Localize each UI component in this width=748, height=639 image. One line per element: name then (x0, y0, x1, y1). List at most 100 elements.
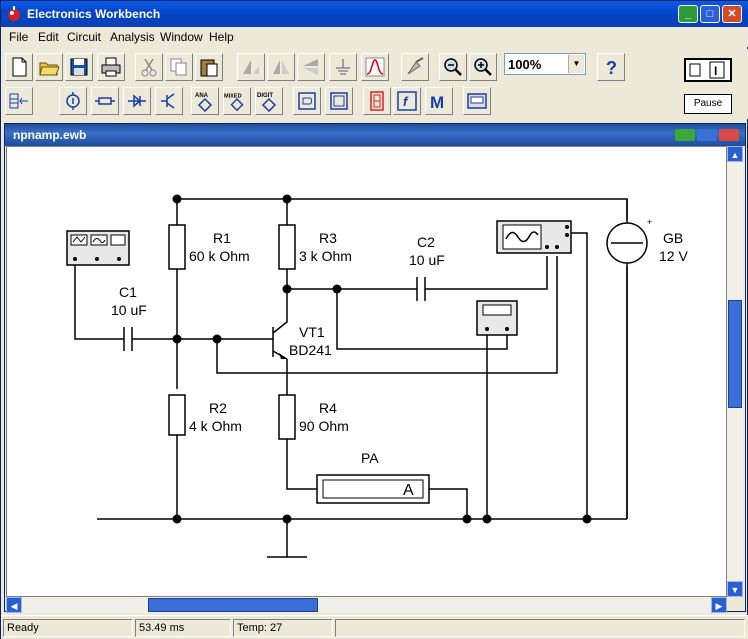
vt1-ref-label: VT1 (299, 324, 325, 340)
c1-ref-label: C1 (119, 284, 137, 300)
help-button[interactable]: ? (597, 53, 625, 81)
indicators-bin-button[interactable] (363, 87, 391, 115)
new-file-icon (12, 57, 27, 77)
favorites-bin-button[interactable] (5, 87, 33, 115)
r2-ref-label: R2 (209, 400, 227, 416)
open-button[interactable] (35, 53, 63, 81)
close-button[interactable]: ✕ (722, 5, 742, 23)
horizontal-scrollbar[interactable]: ◀ ▶ (6, 597, 727, 613)
menu-circuit[interactable]: Circuit (67, 30, 102, 44)
schematic-canvas[interactable]: R1 60 k Ohm R3 3 k Ohm C2 10 uF GB 12 V … (6, 146, 727, 597)
menu-file[interactable]: File (9, 30, 29, 44)
parts-label-ana: ANA (195, 93, 209, 99)
zoom-in-button[interactable] (469, 53, 497, 81)
transistors-bin-button[interactable] (155, 87, 183, 115)
maximize-button[interactable]: □ (700, 5, 720, 23)
analog-ic-icon: ANA (195, 93, 213, 112)
function-generator[interactable] (66, 230, 130, 266)
rotate-button[interactable] (237, 53, 265, 81)
graph-button[interactable] (361, 53, 389, 81)
gb-plus-label: + (647, 217, 652, 227)
copy-button[interactable] (165, 53, 193, 81)
oscilloscope[interactable] (496, 220, 572, 254)
multimeter[interactable] (476, 300, 518, 336)
r3-value-label: 3 k Ohm (299, 248, 352, 264)
r3-ref-label: R3 (319, 230, 337, 246)
battery-gb[interactable] (606, 222, 648, 264)
vt1-value-label: BD241 (289, 342, 332, 358)
status-temp: Temp: 27 (233, 619, 333, 637)
save-button[interactable] (65, 53, 93, 81)
flip-horizontal-button[interactable] (267, 53, 295, 81)
print-button[interactable] (97, 53, 125, 81)
digital-bin-button[interactable] (325, 87, 353, 115)
zoom-out-icon (444, 58, 462, 76)
controls-bin-button[interactable]: f (393, 87, 421, 115)
circuit-window: npnamp.ewb (4, 123, 746, 613)
menu-edit[interactable]: Edit (38, 30, 59, 44)
open-folder-icon (39, 62, 60, 76)
flip-vertical-icon (303, 59, 318, 75)
vertical-scrollbar[interactable]: ▲ ▼ (727, 146, 743, 597)
resistor-r2[interactable] (168, 394, 186, 436)
circuit-window-title-bar: npnamp.ewb (5, 124, 745, 146)
parts-label-digit: DIGIT (257, 93, 273, 99)
zoom-out-button[interactable] (439, 53, 467, 81)
help-question-icon: ? (606, 58, 617, 78)
component-properties-button[interactable] (329, 53, 357, 81)
scroll-left-icon[interactable]: ◀ (6, 597, 22, 613)
resistor-r1[interactable] (168, 224, 186, 270)
ammeter-pa[interactable] (316, 474, 430, 504)
zoom-select[interactable]: 100% ▼ (504, 53, 586, 75)
rotate-icon (243, 60, 259, 74)
vertical-scroll-thumb[interactable] (728, 300, 742, 408)
scroll-up-icon[interactable]: ▲ (727, 146, 743, 162)
maximize-icon: □ (706, 8, 714, 20)
instruments-bin-button[interactable] (463, 87, 491, 115)
minimize-button[interactable]: _ (678, 5, 698, 23)
menu-window[interactable]: Window (160, 30, 203, 44)
flip-vertical-button[interactable] (297, 53, 325, 81)
diode-icon (128, 94, 146, 108)
resistor-r4[interactable] (278, 394, 296, 440)
minimize-icon: _ (684, 8, 692, 20)
r2-value-label: 4 k Ohm (189, 418, 242, 434)
horizontal-scroll-thumb[interactable] (148, 598, 318, 612)
graph-curve-icon (365, 57, 385, 77)
chevron-down-icon[interactable]: ▼ (568, 55, 584, 73)
scroll-right-icon[interactable]: ▶ (711, 597, 727, 613)
misc-bin-button[interactable]: M (425, 87, 453, 115)
copy-icon (170, 58, 187, 76)
flip-flop-icon (330, 92, 348, 110)
child-minimize-button[interactable] (675, 129, 695, 141)
basic-bin-button[interactable] (91, 87, 119, 115)
logic-gates-bin-button[interactable] (293, 87, 321, 115)
pause-button[interactable]: Pause (684, 94, 732, 114)
cut-button[interactable] (135, 53, 163, 81)
menu-help[interactable]: Help (209, 30, 234, 44)
power-switch[interactable]: I (684, 58, 732, 82)
clipboard-icon (200, 59, 218, 77)
schematic-diagram: R1 60 k Ohm R3 3 k Ohm C2 10 uF GB 12 V … (66, 194, 688, 558)
analog-ics-bin-button[interactable]: ANA (191, 87, 219, 115)
paste-button[interactable] (195, 53, 223, 81)
diodes-bin-button[interactable] (123, 87, 151, 115)
resistor-r3[interactable] (278, 224, 296, 270)
create-subcircuit-button[interactable] (401, 53, 429, 81)
mixed-ics-bin-button[interactable]: MIXED (223, 87, 251, 115)
child-maximize-button[interactable] (697, 129, 717, 141)
window-title: Electronics Workbench (27, 7, 161, 21)
new-button[interactable] (5, 53, 33, 81)
title-bar: Electronics Workbench _ □ ✕ (1, 1, 748, 27)
child-close-button[interactable] (719, 129, 739, 141)
app-logo-icon (8, 6, 20, 21)
scroll-down-icon[interactable]: ▼ (727, 581, 743, 597)
digital-ics-bin-button[interactable]: DIGIT (255, 87, 283, 115)
pa-ref-label: PA (361, 450, 379, 466)
svg-text:?: ? (606, 58, 617, 78)
gb-value-label: 12 V (659, 248, 688, 264)
sources-bin-button[interactable] (59, 87, 87, 115)
r4-ref-label: R4 (319, 400, 337, 416)
menu-analysis[interactable]: Analysis (110, 30, 155, 44)
